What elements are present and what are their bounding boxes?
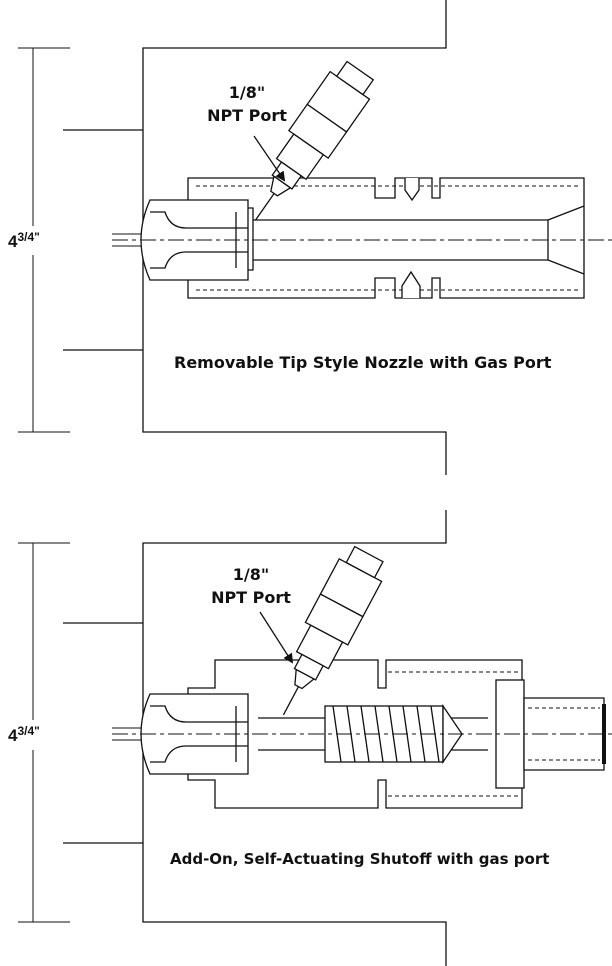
- port-label-line2: NPT Port: [211, 588, 291, 607]
- port-label-line1: 1/8": [229, 83, 265, 102]
- dimension-label: 43/4": [8, 230, 40, 251]
- caption: Removable Tip Style Nozzle with Gas Port: [174, 353, 552, 372]
- diagram-self-actuating-shutoff: 1/8" NPT Port 43/4" Add-On, Self-Actuati…: [8, 510, 612, 966]
- dimension-label: 43/4": [8, 724, 40, 745]
- dimension-fraction: 3/4": [17, 724, 39, 738]
- nozzle-tip: [140, 199, 249, 281]
- gas-port-fitting: [282, 545, 384, 716]
- port-arrow: [253, 135, 286, 182]
- port-arrow: [259, 611, 294, 664]
- nozzle-tip: [140, 693, 249, 775]
- dimension-bracket: [18, 47, 70, 433]
- port-label-line1: 1/8": [233, 565, 269, 584]
- caption: Add-On, Self-Actuating Shutoff with gas …: [170, 850, 549, 868]
- dimension-fraction: 3/4": [17, 230, 39, 244]
- dimension-bracket: [18, 542, 70, 923]
- port-label-line2: NPT Port: [207, 106, 287, 125]
- diagram-removable-tip-nozzle: 1/8" NPT Port 43/4" Removable Tip Style …: [8, 0, 612, 475]
- gas-port-fitting: [255, 60, 375, 221]
